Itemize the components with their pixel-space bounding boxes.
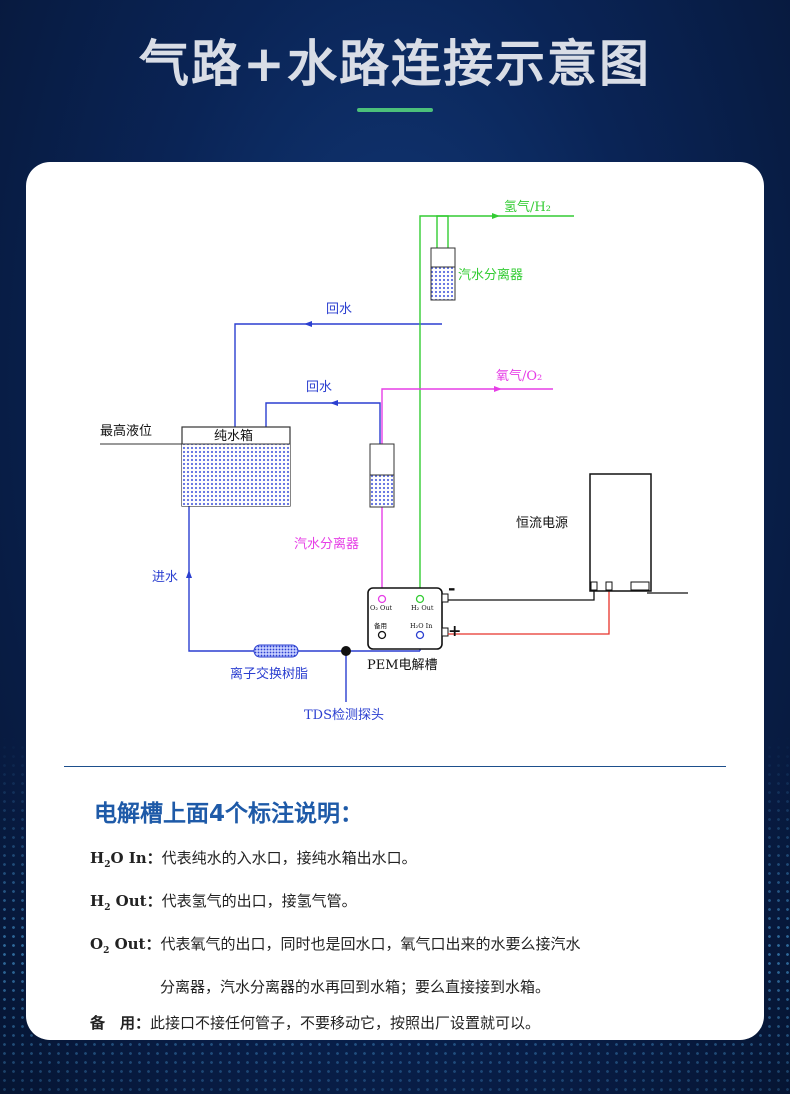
note-h2o-in: H2O In：代表纯水的入水口，接纯水箱出水口。 — [90, 840, 730, 883]
negative-terminal — [441, 593, 449, 603]
lower-return-arrow — [330, 400, 338, 406]
spare-port-label: 备用 — [374, 621, 387, 630]
h2-outlet-arrow — [492, 213, 500, 219]
note-text: 此接口不接任何管子，不要移动它，按照出厂设置就可以。 — [150, 1014, 541, 1032]
note-text: 代表氧气的出口，同时也是回水口，氧气口出来的水要么接汽水 — [160, 935, 581, 953]
top-separator-label: 汽水分离器 — [458, 267, 523, 283]
note-term: O2 Out： — [90, 935, 161, 956]
inlet-water-label: 进水 — [152, 570, 178, 585]
note-h2-out: H2 Out：代表氢气的出口，接氢气管。 — [90, 883, 730, 926]
upper-return-water-line — [234, 323, 442, 427]
inlet-water-line — [188, 506, 344, 652]
h2-out-port — [415, 594, 425, 604]
power-supply-label: 恒流电源 — [516, 516, 568, 531]
constant-current-power-supply — [589, 473, 652, 592]
port-notes-list: H2O In：代表纯水的入水口，接纯水箱出水口。 H2 Out：代表氢气的出口，… — [90, 840, 730, 1040]
lower-return-water-label: 回水 — [306, 380, 332, 395]
note-text: 代表纯水的入水口，接纯水箱出水口。 — [161, 849, 417, 867]
oxygen-label: 氧气/O₂ — [496, 368, 542, 384]
max-level-label: 最高液位 — [100, 423, 152, 439]
connection-diagram: O₂ Out H₂ Out 备用 H₂O In 氢气/H₂ 汽水分离器 回水 回… — [100, 199, 688, 723]
upper-return-arrow — [304, 321, 312, 327]
page-title: 气路+水路连接示意图 — [139, 35, 651, 93]
note-text: 代表氢气的出口，接氢气管。 — [161, 892, 357, 910]
h2-main-line — [419, 215, 449, 588]
positive-terminal — [441, 627, 449, 637]
h2-outlet-line — [436, 215, 574, 248]
tds-probe-label: TDS检测探头 — [304, 708, 384, 723]
bottom-separator-label: 汽水分离器 — [294, 536, 359, 552]
note-term: 备 用： — [90, 1014, 151, 1032]
note-term: H2 Out： — [90, 892, 162, 913]
hydrogen-lines — [419, 215, 574, 588]
lower-return-water-line — [265, 402, 381, 444]
top-gas-water-separator — [430, 247, 456, 301]
section-divider — [64, 766, 726, 767]
pure-water-tank — [181, 426, 291, 507]
tds-junction-dot — [341, 646, 351, 656]
note-o2-out: O2 Out：代表氧气的出口，同时也是回水口，氧气口出来的水要么接汽水 分离器，… — [90, 926, 730, 1005]
ion-exchange-resin — [253, 644, 299, 658]
o2-outlet-line — [381, 388, 553, 444]
resin-label: 离子交换树脂 — [230, 666, 308, 682]
o2-out-port-label: O₂ Out — [370, 604, 393, 612]
inlet-water-arrow — [186, 570, 192, 578]
note-term: H2O In： — [90, 849, 162, 870]
content-card: O₂ Out H₂ Out 备用 H₂O In 氢气/H₂ 汽水分离器 回水 回… — [26, 162, 764, 1040]
o2-outlet-arrow — [494, 386, 502, 392]
negative-wire — [448, 590, 595, 601]
positive-wire — [448, 590, 610, 635]
note-text-continuation: 分离器，汽水分离器的水再回到水箱；要么直接接到水箱。 — [160, 978, 551, 996]
positive-sign: + — [448, 621, 461, 640]
hydrogen-label: 氢气/H₂ — [504, 199, 551, 215]
tank-label: 纯水箱 — [214, 428, 253, 444]
spare-port — [377, 630, 387, 640]
bottom-gas-water-separator — [369, 443, 395, 508]
explain-title: 电解槽上面4个标注说明： — [94, 801, 364, 827]
negative-sign: - — [448, 578, 455, 599]
pem-electrolyzer: O₂ Out H₂ Out 备用 H₂O In — [367, 587, 449, 650]
h2o-in-port-label: H₂O In — [410, 622, 432, 630]
note-spare: 备 用：此接口不接任何管子，不要移动它，按照出厂设置就可以。 — [90, 1005, 730, 1040]
h2-out-port-label: H₂ Out — [411, 604, 434, 612]
pem-cell-label: PEM电解槽 — [367, 658, 438, 673]
h2o-in-port — [415, 630, 425, 640]
upper-return-water-label: 回水 — [326, 302, 352, 317]
title-underline — [357, 108, 433, 112]
oxygen-lines — [381, 388, 553, 588]
o2-out-port — [377, 594, 387, 604]
